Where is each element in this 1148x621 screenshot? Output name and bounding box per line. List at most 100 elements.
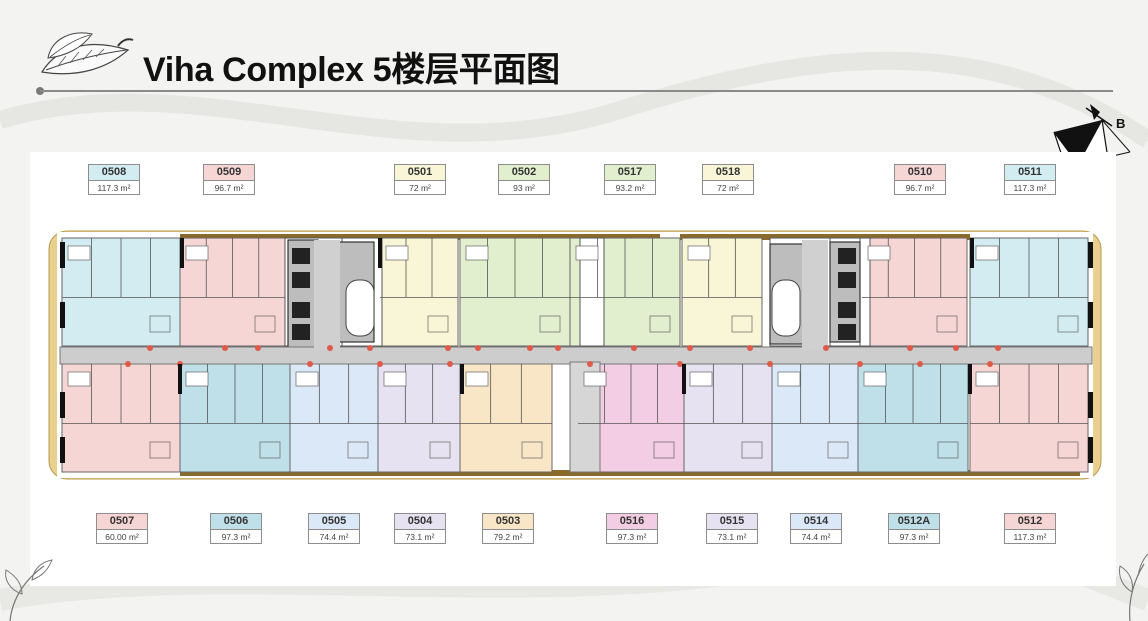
elevator-car — [292, 248, 310, 264]
furniture-icon — [429, 441, 451, 459]
compass-letter: B — [1116, 116, 1125, 131]
furniture-icon — [741, 441, 763, 459]
elevator-car — [292, 324, 310, 340]
door-marker — [767, 361, 773, 367]
bed-icon — [465, 245, 489, 261]
unit-area: 93.2 m² — [615, 183, 645, 193]
elevator-car — [292, 272, 310, 288]
furniture-icon — [649, 315, 671, 333]
door-marker — [475, 345, 481, 351]
unit-area: 117.3 m² — [1013, 532, 1047, 542]
door-marker — [823, 345, 829, 351]
unit-code: 0509 — [204, 165, 254, 181]
unit-code: 0512 — [1005, 514, 1055, 530]
structural-column — [1088, 242, 1093, 268]
door-marker — [907, 345, 913, 351]
unit-code: 0505 — [309, 514, 359, 530]
door-marker — [255, 345, 261, 351]
unit-area: 60.00 m² — [105, 532, 139, 542]
furniture-icon — [827, 441, 849, 459]
unit-code: 0515 — [707, 514, 757, 530]
bed-icon — [67, 245, 91, 261]
door-marker — [995, 345, 1001, 351]
furniture-icon — [149, 441, 171, 459]
corner-leaf-icon — [1119, 553, 1148, 621]
furniture-icon — [254, 315, 276, 333]
unit-code: 0502 — [499, 165, 549, 181]
unit-area: 73.1 m² — [405, 532, 435, 542]
corridor-stub — [802, 240, 828, 350]
bed-icon — [295, 371, 319, 387]
bed-icon — [867, 245, 891, 261]
bed-icon — [777, 371, 801, 387]
door-marker — [147, 345, 153, 351]
corner-leaf-icon — [5, 559, 53, 621]
unit-tag-bottom: 0512A 97.3 m² — [888, 513, 940, 544]
unit-tag-top: 0501 72 m² — [394, 164, 446, 195]
unit-area: 79.2 m² — [493, 532, 523, 542]
page-title: Viha Complex 5楼层平面图 — [143, 51, 560, 89]
unit-code: 0517 — [605, 165, 655, 181]
door-marker — [747, 345, 753, 351]
unit-area: 97.3 m² — [899, 532, 929, 542]
unit-tag-bottom: 0506 97.3 m² — [210, 513, 262, 544]
furniture-icon — [731, 315, 753, 333]
header: Viha Complex 5楼层平面图 — [0, 0, 1148, 100]
bed-icon — [583, 371, 607, 387]
header-divider — [40, 90, 1113, 92]
corridor-stub — [314, 240, 340, 350]
door-marker — [631, 345, 637, 351]
unit-code: 0508 — [89, 165, 139, 181]
furniture-icon — [1057, 441, 1079, 459]
unit-area: 74.4 m² — [801, 532, 831, 542]
door-marker — [587, 361, 593, 367]
door-marker — [377, 361, 383, 367]
door-marker — [327, 345, 333, 351]
elevator-car — [292, 302, 310, 318]
corridor — [59, 346, 1093, 365]
unit-code: 0504 — [395, 514, 445, 530]
door-marker — [447, 361, 453, 367]
stairwell — [345, 279, 375, 337]
structural-column — [460, 364, 464, 394]
bed-icon — [575, 245, 599, 261]
structural-column — [60, 302, 65, 328]
bed-icon — [975, 371, 999, 387]
bed-icon — [385, 245, 409, 261]
unit-code: 0506 — [211, 514, 261, 530]
bed-icon — [185, 245, 209, 261]
unit-tag-bottom: 0512 117.3 m² — [1004, 513, 1056, 544]
bed-icon — [185, 371, 209, 387]
unit-code: 0511 — [1005, 165, 1055, 181]
bed-icon — [975, 245, 999, 261]
unit-area: 72 m² — [409, 183, 431, 193]
structural-column — [60, 392, 65, 418]
unit-code: 0501 — [395, 165, 445, 181]
elevator-car — [838, 272, 856, 288]
furniture-icon — [937, 441, 959, 459]
door-marker — [367, 345, 373, 351]
door-marker — [687, 345, 693, 351]
elevator-car — [838, 302, 856, 318]
door-marker — [953, 345, 959, 351]
structural-column — [1088, 302, 1093, 328]
structural-column — [1088, 392, 1093, 418]
bed-icon — [863, 371, 887, 387]
unit-area: 96.7 m² — [905, 183, 935, 193]
unit-area: 97.3 m² — [221, 532, 251, 542]
unit-area: 117.3 m² — [97, 183, 131, 193]
structural-column — [682, 364, 686, 394]
unit-tag-top: 0508 117.3 m² — [88, 164, 140, 195]
structural-column — [178, 364, 182, 394]
structural-column — [180, 238, 184, 268]
furniture-icon — [936, 315, 958, 333]
door-marker — [527, 345, 533, 351]
furniture-icon — [539, 315, 561, 333]
unit-code: 0512A — [889, 514, 939, 530]
